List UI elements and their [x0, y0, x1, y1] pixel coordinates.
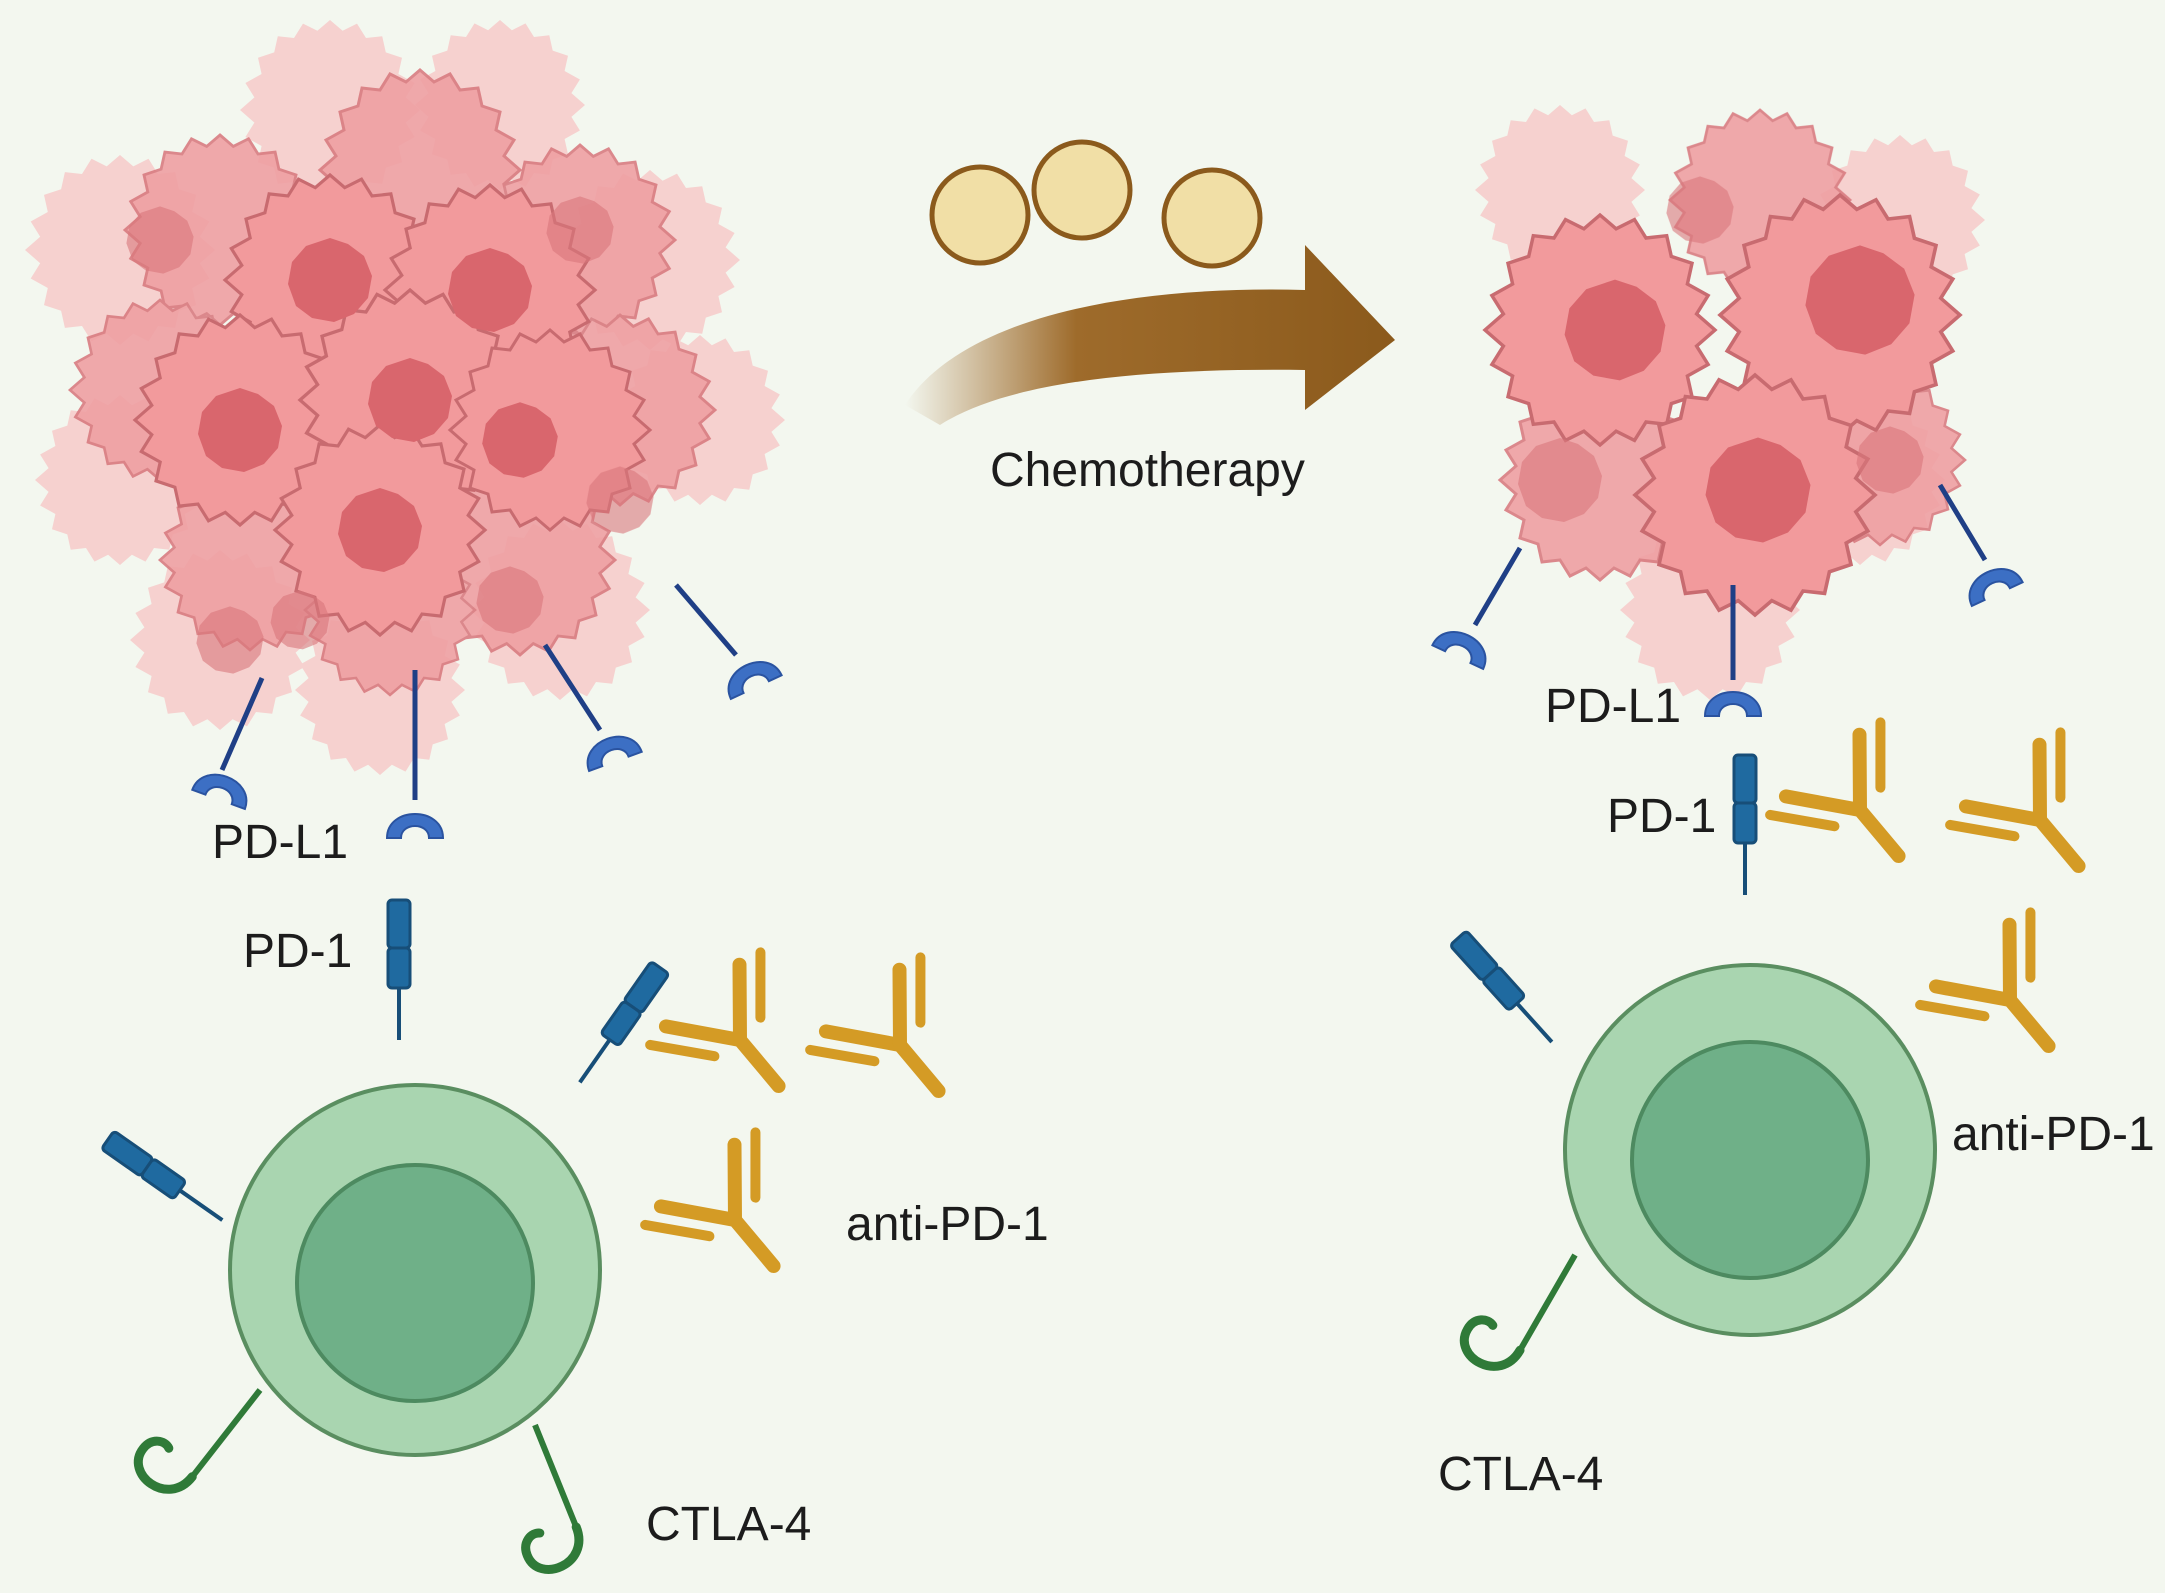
right-pd1-label: PD-1 [1607, 790, 1716, 843]
right-anti-pd1-label: anti-PD-1 [1952, 1108, 2155, 1161]
left-t-cell [228, 1083, 602, 1457]
left-tumor-cluster [24, 19, 785, 775]
right-pdl1-receptors [1431, 483, 2024, 717]
left-ctla4-label: CTLA-4 [646, 1498, 811, 1551]
left-pd1-label: PD-1 [243, 925, 352, 978]
right-ctla4-label: CTLA-4 [1438, 1448, 1603, 1501]
right-ctla4-receptors [1456, 1227, 1575, 1377]
chemotherapy-arrow [905, 245, 1395, 425]
chemotherapy-drug-particles [929, 139, 1263, 269]
left-anti-pd1-antibodies [643, 949, 994, 1312]
right-t-cell [1563, 963, 1937, 1337]
right-pdl1-label: PD-L1 [1545, 680, 1681, 733]
chemotherapy-label: Chemotherapy [990, 444, 1305, 497]
left-anti-pd1-label: anti-PD-1 [846, 1198, 1049, 1251]
left-pdl1-label: PD-L1 [212, 816, 348, 869]
left-pdl1-receptors [191, 583, 783, 839]
right-tumor-cluster [1475, 105, 1985, 700]
